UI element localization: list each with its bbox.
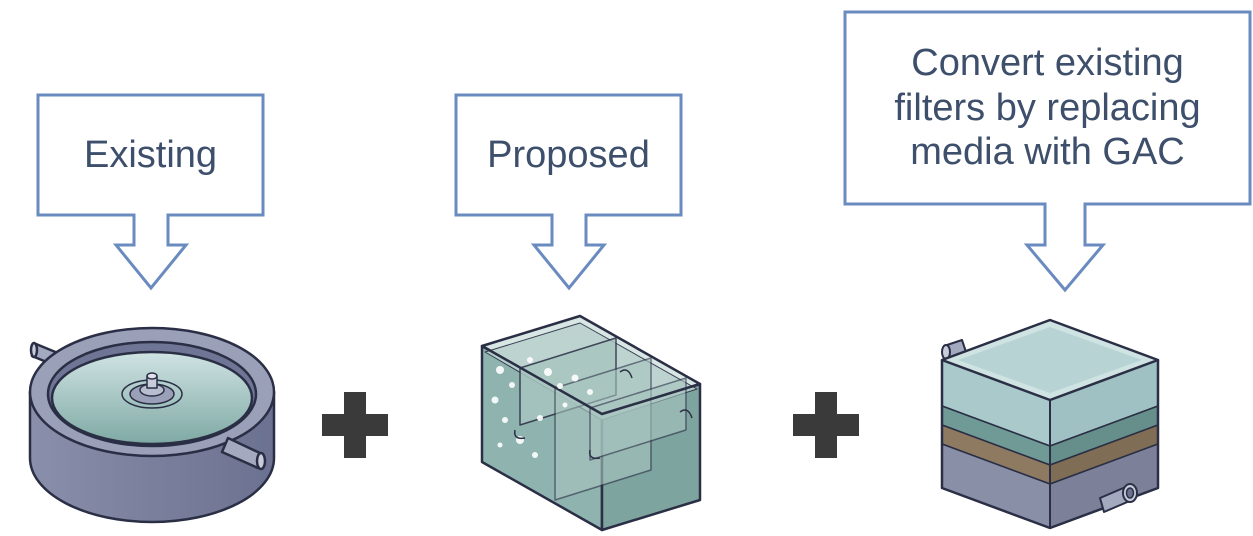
convert-label: Convert existing filters by replacing me…	[894, 41, 1201, 174]
convert-callout	[843, 10, 1252, 293]
proposed-callout	[454, 93, 683, 291]
proposed-label: Proposed	[487, 133, 650, 176]
gac-filter-icon	[940, 318, 1160, 530]
existing-callout	[36, 93, 265, 291]
plus-icon	[793, 392, 859, 458]
existing-label: Existing	[83, 133, 218, 176]
clarifier-icon	[28, 326, 276, 524]
plus-icon	[322, 392, 388, 458]
baffled-tank-icon	[480, 314, 702, 532]
